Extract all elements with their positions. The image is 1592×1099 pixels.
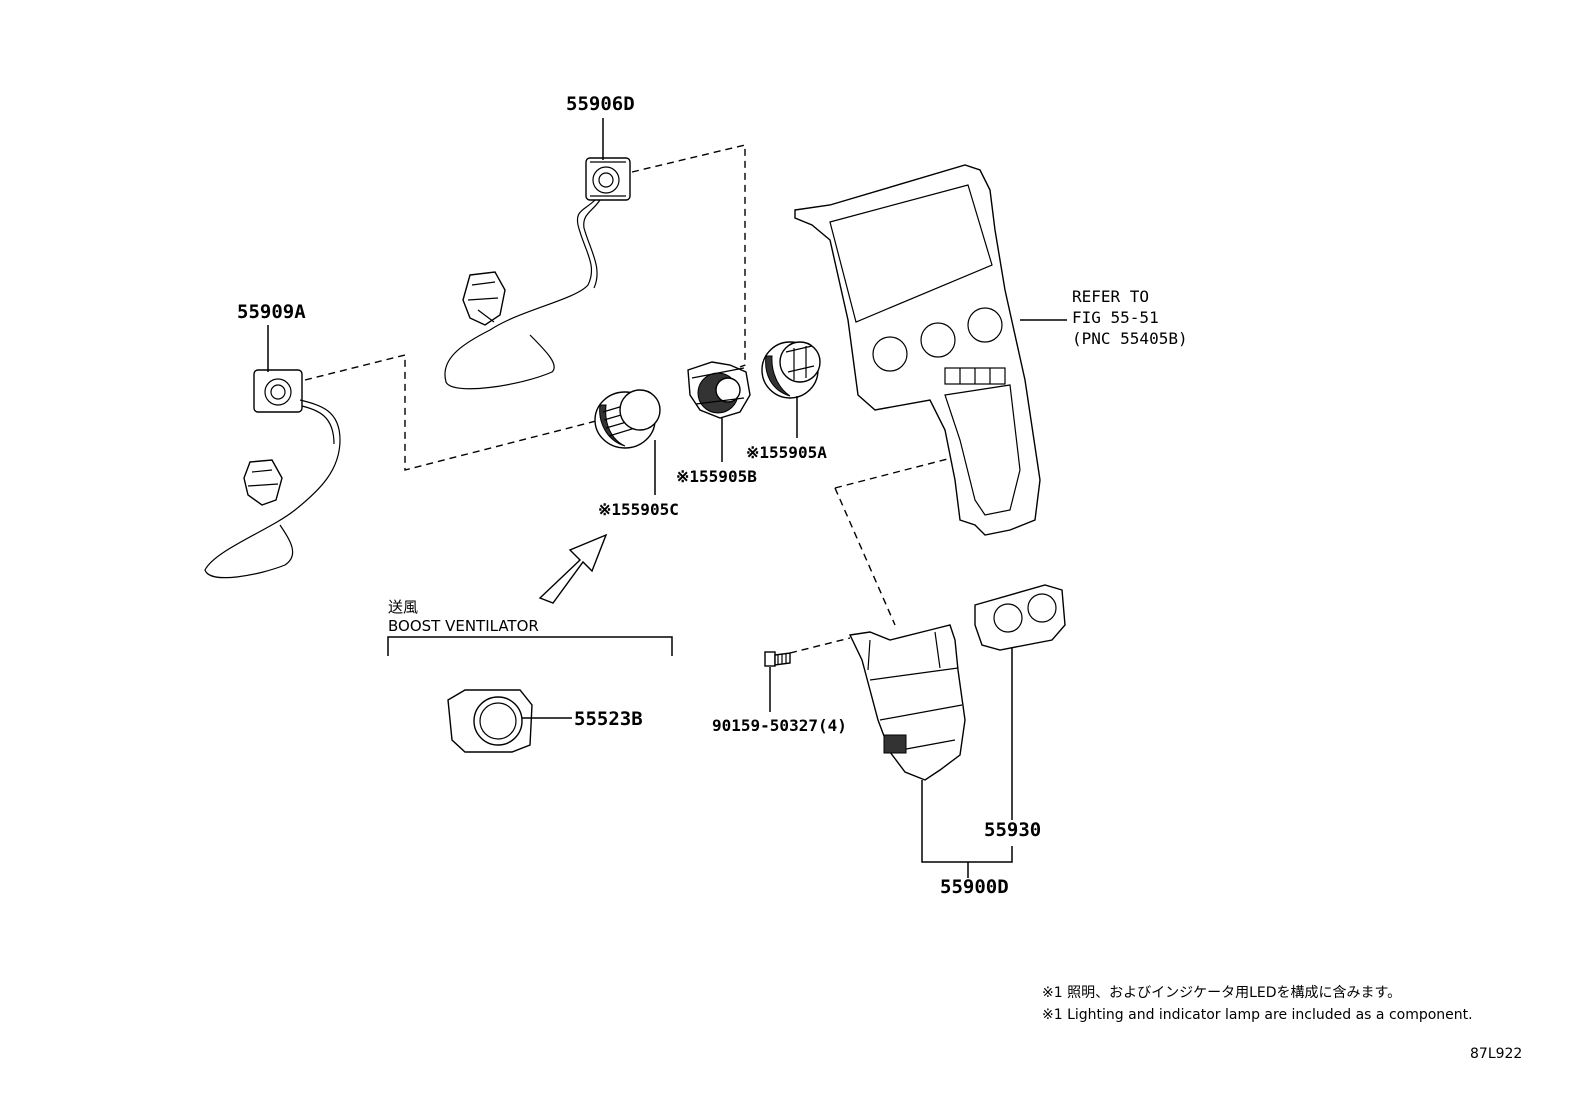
label-55905C: ※155905C	[598, 500, 679, 519]
footnote-jp: ※1 照明、およびインジケータ用LEDを構成に含みます。	[1042, 985, 1401, 1001]
refer-line-3: (PNC 55405B)	[1072, 329, 1188, 348]
part-55523B-vent	[447, 689, 533, 753]
refer-line-2: FIG 55-51	[1072, 308, 1159, 327]
label-55523B: 55523B	[574, 708, 643, 730]
label-55905A: ※155905A	[746, 443, 827, 462]
part-90159-screw	[764, 651, 791, 667]
label-55900D: 55900D	[940, 876, 1009, 898]
arrow-icon	[538, 533, 608, 604]
boost-ventilator-jp-label: 送風	[388, 598, 418, 616]
leader-55900D	[921, 780, 1013, 878]
part-55909A-connector	[204, 369, 341, 579]
part-55930-panel	[974, 584, 1066, 651]
part-55905C-knob	[594, 389, 661, 449]
boost-ventilator-en-label: BOOST VENTILATOR	[388, 617, 539, 635]
boost-ventilator-bracket	[387, 636, 673, 656]
part-55905B-knob	[687, 361, 751, 419]
footnote-en: ※1 Lighting and indicator lamp are inclu…	[1042, 1007, 1473, 1023]
label-55905B: ※155905B	[676, 467, 757, 486]
label-90159: 90159-50327(4)	[712, 716, 847, 735]
part-55906D-connector	[444, 157, 631, 390]
label-55930: 55930	[984, 819, 1041, 841]
center-panel	[794, 164, 1041, 536]
figure-id: 87L922	[1470, 1046, 1522, 1062]
part-55900D-bracket	[848, 624, 966, 781]
label-55906D: 55906D	[566, 93, 635, 115]
refer-line-1: REFER TO	[1072, 287, 1149, 306]
part-55905A-knob	[761, 341, 821, 399]
label-55909A: 55909A	[237, 301, 306, 323]
